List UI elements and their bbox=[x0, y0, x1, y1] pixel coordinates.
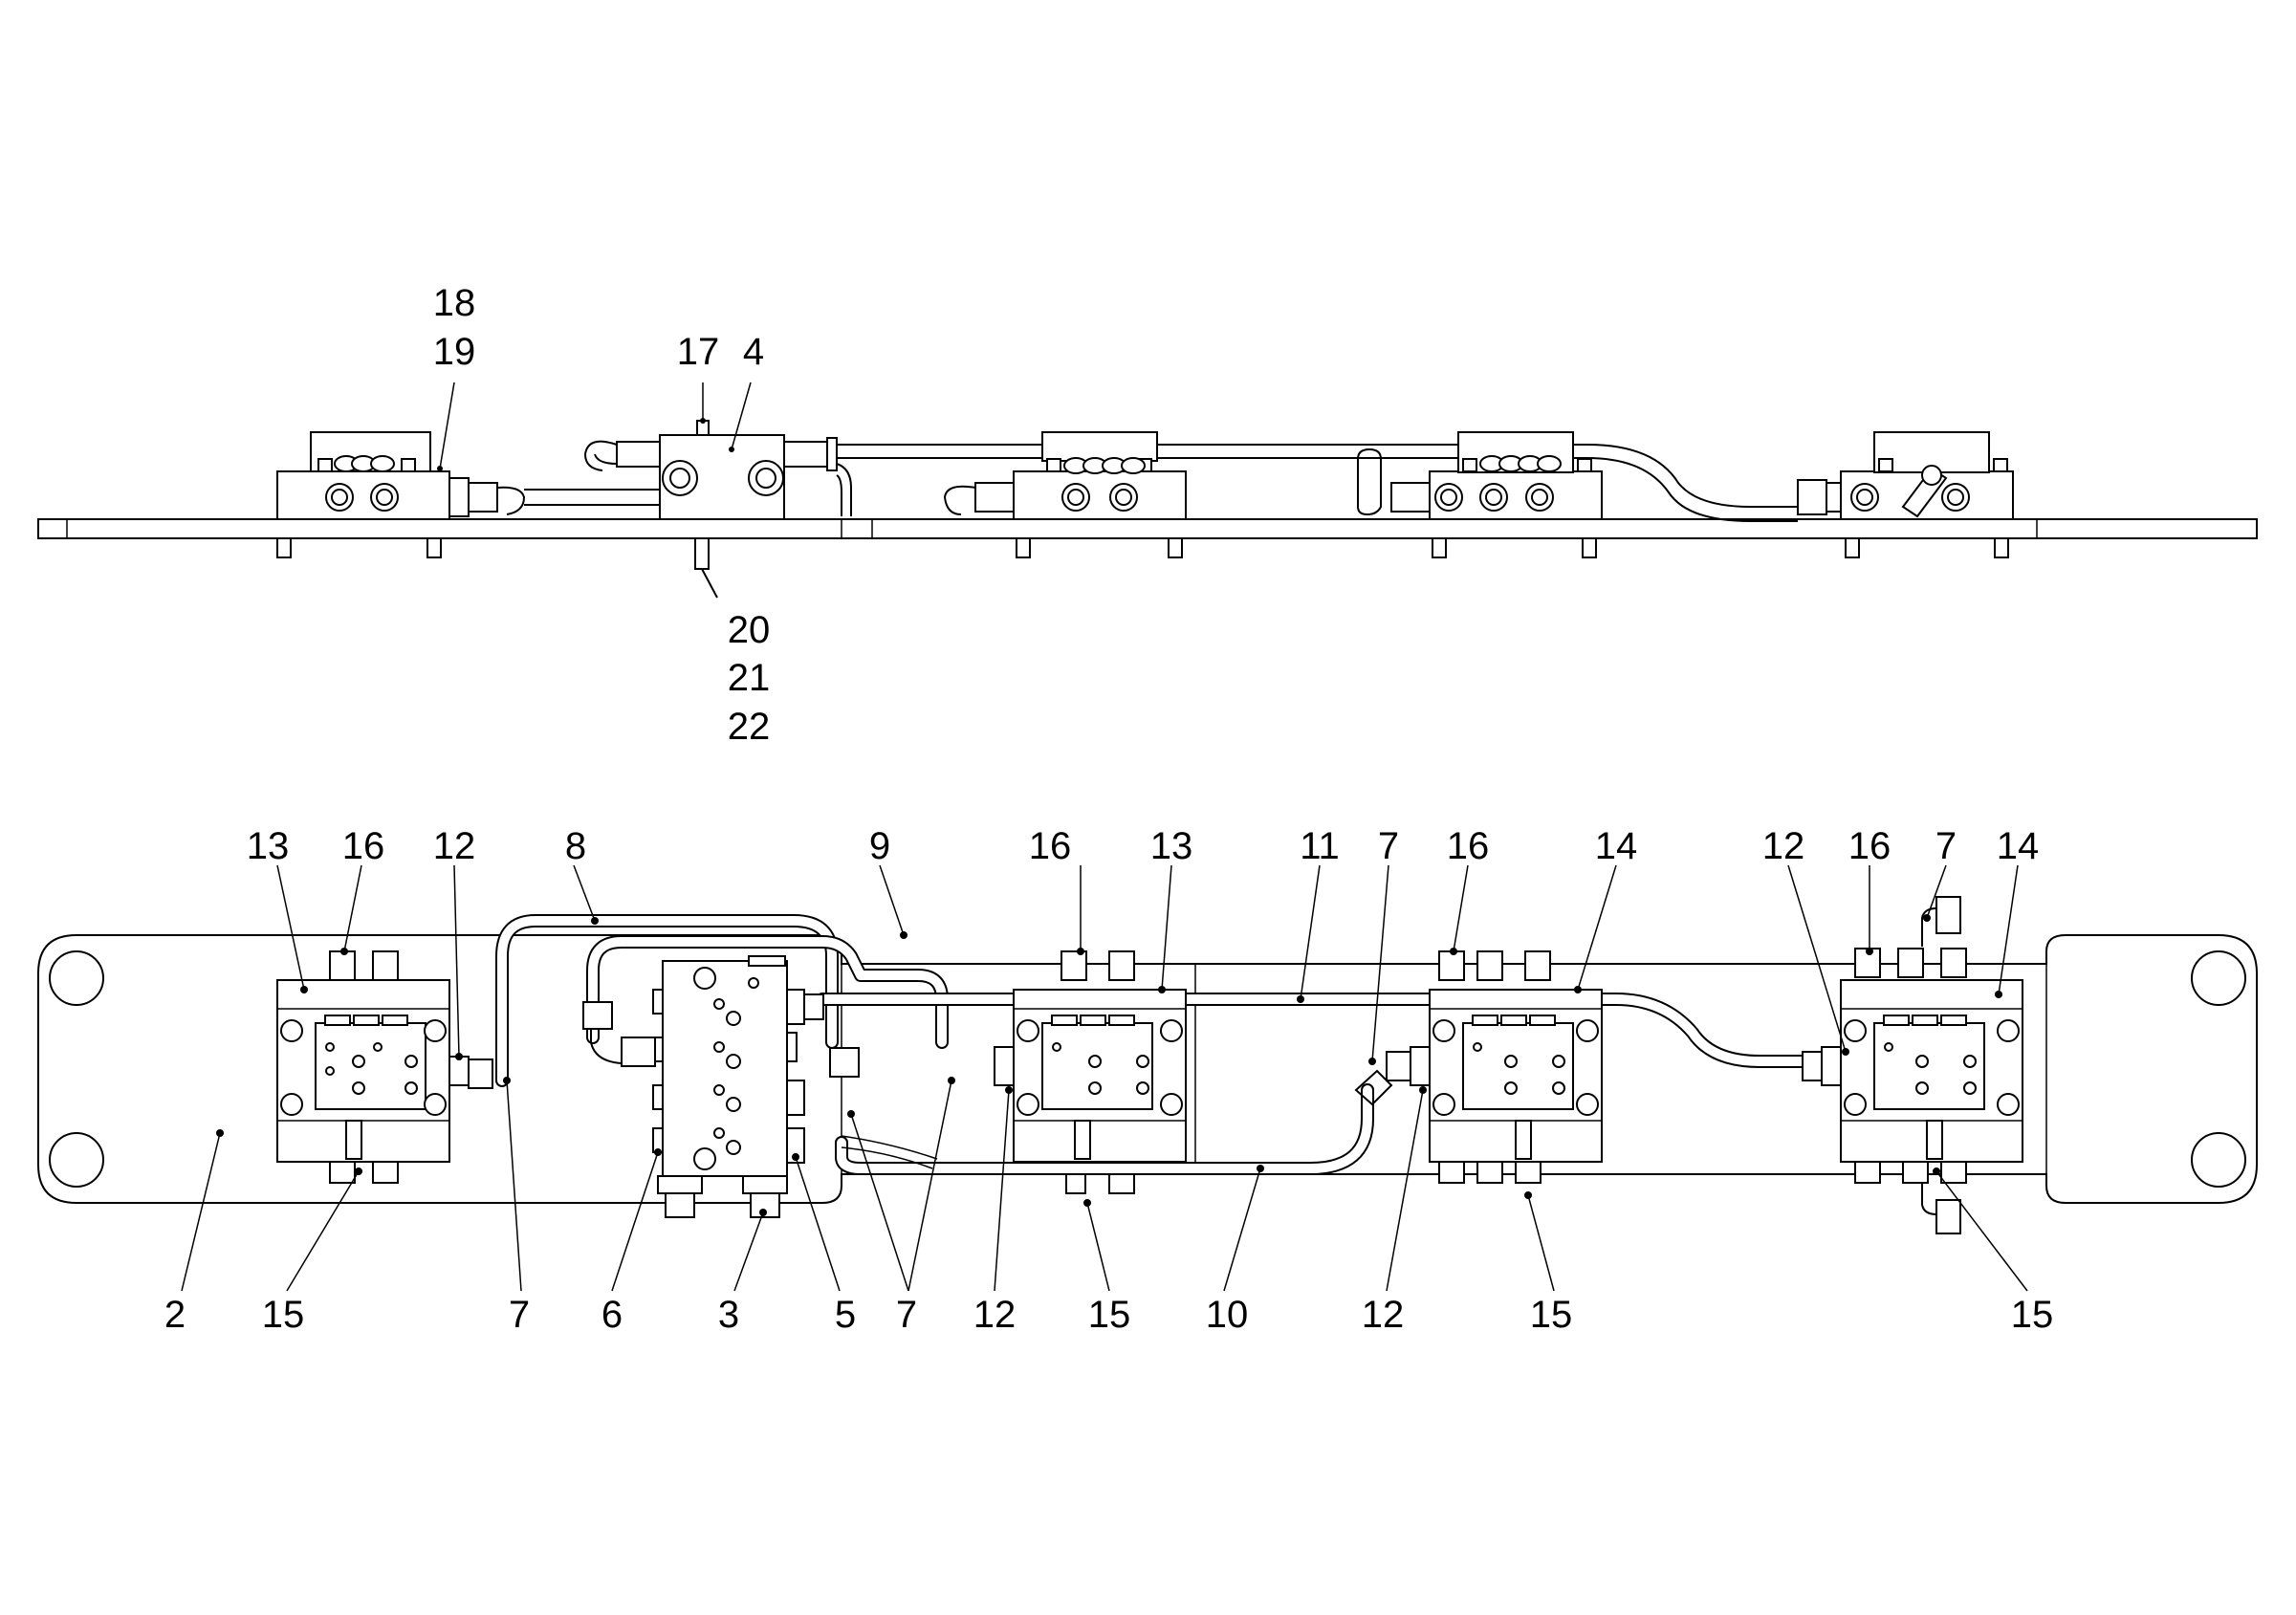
plan-view: 13 16 12 8 9 16 13 11 7 16 14 12 16 7 14… bbox=[37, 825, 2258, 1336]
callout-5: 5 bbox=[835, 1294, 856, 1336]
side-view-manifold bbox=[583, 420, 838, 520]
plan-view-valve-block-2 bbox=[994, 950, 1187, 1194]
callout-15-d: 15 bbox=[2011, 1294, 2054, 1336]
callout-7-b: 7 bbox=[1935, 825, 1957, 867]
side-view-callouts: 18 19 17 4 20 21 22 bbox=[433, 282, 771, 748]
callout-16-b: 16 bbox=[1029, 825, 1072, 867]
plan-view-base-plate bbox=[37, 934, 2258, 1204]
side-view-valve-block-2 bbox=[943, 431, 1187, 520]
callout-16-a: 16 bbox=[342, 825, 385, 867]
side-view-valve-block-4 bbox=[1797, 431, 2014, 520]
plan-view-valve-block-1 bbox=[276, 950, 493, 1184]
callout-21: 21 bbox=[728, 657, 771, 699]
callout-13-left: 13 bbox=[247, 825, 290, 867]
callout-3: 3 bbox=[718, 1294, 739, 1336]
plan-view-callouts: 13 16 12 8 9 16 13 11 7 16 14 12 16 7 14… bbox=[164, 825, 2053, 1336]
plan-view-valve-block-3 bbox=[1354, 950, 1603, 1184]
callout-15-b: 15 bbox=[1088, 1294, 1131, 1336]
callout-17: 17 bbox=[677, 331, 720, 373]
callout-16-c: 16 bbox=[1447, 825, 1490, 867]
callout-14-right: 14 bbox=[1997, 825, 2040, 867]
callout-12-a: 12 bbox=[433, 825, 476, 867]
callout-4: 4 bbox=[743, 331, 764, 373]
callout-9: 9 bbox=[869, 825, 890, 867]
callout-6: 6 bbox=[601, 1294, 623, 1336]
plan-view-valve-block-4 bbox=[1802, 896, 2023, 1234]
side-view-long-tube bbox=[836, 444, 1798, 522]
callout-14-left: 14 bbox=[1595, 825, 1638, 867]
side-view-bolts bbox=[276, 537, 2009, 599]
callout-2: 2 bbox=[164, 1294, 186, 1336]
callout-8: 8 bbox=[565, 825, 586, 867]
callout-13-right: 13 bbox=[1150, 825, 1193, 867]
callout-10: 10 bbox=[1206, 1294, 1249, 1336]
side-view-valve-block-1 bbox=[276, 431, 450, 520]
callout-18: 18 bbox=[433, 282, 476, 324]
plan-view-leaders bbox=[181, 864, 2028, 1292]
plan-view-manifold bbox=[582, 955, 860, 1218]
callout-11: 11 bbox=[1300, 825, 1340, 867]
callout-15-c: 15 bbox=[1530, 1294, 1573, 1336]
callout-20: 20 bbox=[728, 609, 771, 651]
side-view-tube-left bbox=[448, 477, 660, 517]
callout-12-d: 12 bbox=[1362, 1294, 1405, 1336]
side-view-base-plate bbox=[37, 518, 2258, 539]
callout-16-d: 16 bbox=[1848, 825, 1891, 867]
callout-15-a: 15 bbox=[262, 1294, 305, 1336]
callout-19: 19 bbox=[433, 331, 476, 373]
callout-7-a: 7 bbox=[1378, 825, 1399, 867]
callout-12-c: 12 bbox=[973, 1294, 1017, 1336]
callout-7-c: 7 bbox=[509, 1294, 530, 1336]
callout-22: 22 bbox=[728, 706, 771, 748]
side-view: 18 19 17 4 20 21 22 bbox=[37, 282, 2258, 748]
callout-12-b: 12 bbox=[1762, 825, 1805, 867]
callout-7-d: 7 bbox=[896, 1294, 917, 1336]
side-view-valve-block-3 bbox=[1357, 431, 1603, 520]
